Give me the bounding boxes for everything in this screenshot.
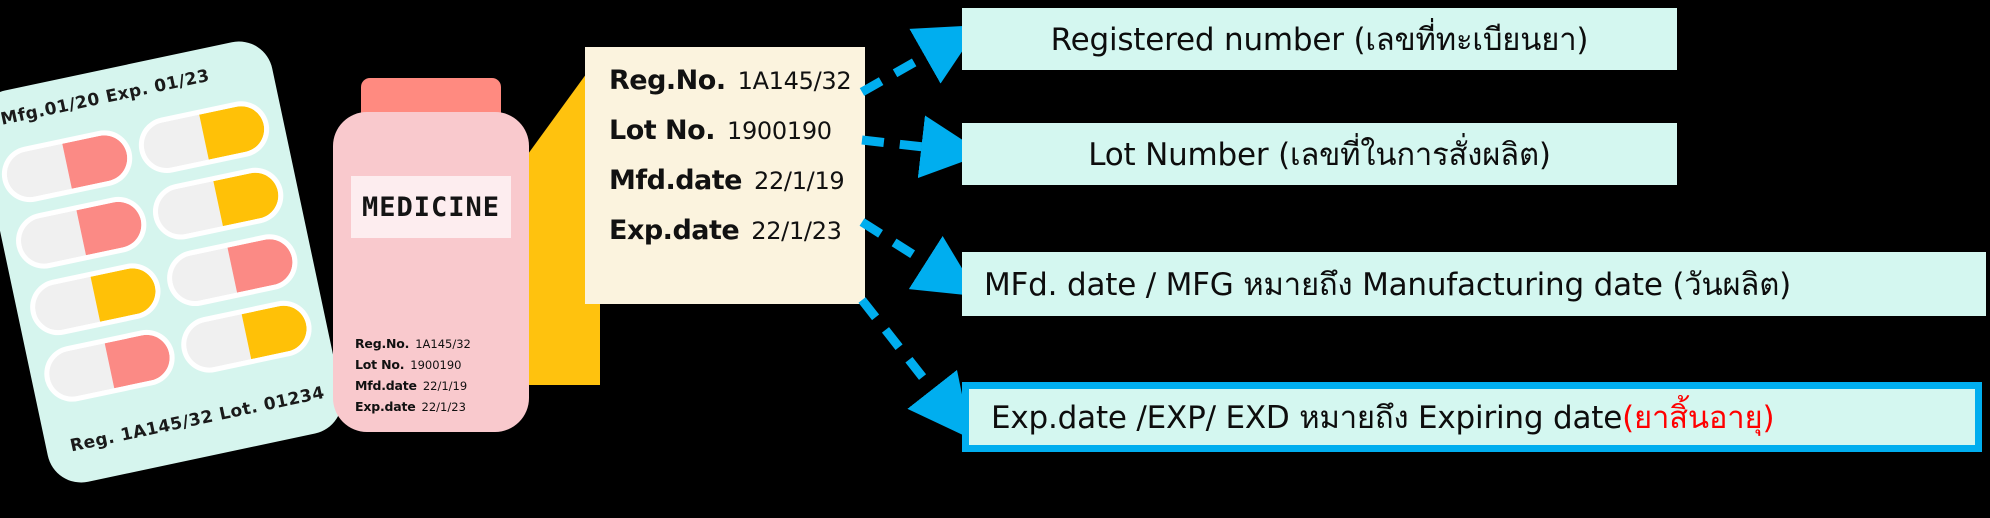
- zoomed-label-value: 22/1/23: [751, 217, 842, 245]
- zoomed-label-row: Lot No. 1900190: [609, 115, 855, 146]
- zoomed-label-key: Exp.date: [609, 215, 740, 246]
- bottle-name-text: MEDICINE: [361, 191, 501, 223]
- bottle-cap: [361, 78, 501, 118]
- bottle-info-value: 22/1/23: [421, 400, 466, 414]
- medicine-bottle: MEDICINE Reg.No. 1A145/32 Lot No. 190019…: [333, 78, 529, 432]
- callout-text: Exp.date /EXP/ EXD หมายถึง Expiring date: [991, 400, 1623, 436]
- zoomed-label-key: Lot No.: [609, 115, 715, 146]
- arrow-to-mfd-date: [859, 218, 979, 297]
- callout-text-highlight: (ยาสิ้นอายุ): [1622, 400, 1775, 436]
- callout-text: Lot Number (เลขที่ในการสั่งผลิต): [1088, 137, 1551, 173]
- zoomed-label-value: 22/1/19: [753, 167, 845, 195]
- bottle-info-key: Lot No.: [355, 357, 405, 372]
- bottle-info-key: Reg.No.: [355, 336, 410, 351]
- bottle-info-row: Lot No. 1900190: [355, 357, 511, 372]
- zoomed-label-value: 1900190: [726, 117, 832, 145]
- callout-mfd-date[interactable]: MFd. date / MFG หมายถึง Manufacturing da…: [962, 252, 1986, 316]
- bottle-body: MEDICINE Reg.No. 1A145/32 Lot No. 190019…: [333, 112, 529, 432]
- callout-registered-number[interactable]: Registered number (เลขที่ทะเบียนยา): [962, 8, 1677, 70]
- bottle-info-value: 1900190: [410, 358, 462, 372]
- callout-lot-number[interactable]: Lot Number (เลขที่ในการสั่งผลิต): [962, 123, 1677, 185]
- bottle-info-block: Reg.No. 1A145/32 Lot No. 1900190 Mfd.dat…: [355, 336, 511, 414]
- bottle-info-value: 22/1/19: [422, 379, 468, 393]
- zoomed-label-key: Mfd.date: [609, 165, 742, 196]
- bottle-info-key: Mfd.date: [355, 378, 417, 393]
- callout-text: MFd. date / MFG หมายถึง Manufacturing da…: [984, 267, 1792, 303]
- zoomed-label-card: Reg.No. 1A145/32 Lot No. 1900190 Mfd.dat…: [585, 47, 865, 304]
- callout-text: Registered number (เลขที่ทะเบียนยา): [1050, 22, 1589, 58]
- zoomed-label-row: Mfd.date 22/1/19: [609, 165, 855, 196]
- zoomed-label-rows: Reg.No. 1A145/32 Lot No. 1900190 Mfd.dat…: [609, 65, 855, 246]
- bottle-info-key: Exp.date: [355, 399, 416, 414]
- bottle-info-row: Mfd.date 22/1/19: [355, 378, 511, 393]
- arrow-to-registered-number: [859, 25, 980, 96]
- arrow-to-lot-number: [861, 115, 984, 179]
- bottle-info-row: Exp.date 22/1/23: [355, 399, 511, 414]
- zoomed-label-row: Reg.No. 1A145/32: [609, 65, 855, 96]
- callout-exp-date[interactable]: Exp.date /EXP/ EXD หมายถึง Expiring date…: [962, 382, 1982, 452]
- zoomed-label-row: Exp.date 22/1/23: [609, 215, 855, 246]
- zoomed-label-value: 1A145/32: [737, 67, 852, 95]
- arrow-to-exp-date: [858, 297, 972, 439]
- bottle-name-label: MEDICINE: [351, 176, 511, 238]
- zoomed-label-key: Reg.No.: [609, 65, 726, 96]
- bottle-info-value: 1A145/32: [415, 337, 471, 351]
- bottle-info-row: Reg.No. 1A145/32: [355, 336, 511, 351]
